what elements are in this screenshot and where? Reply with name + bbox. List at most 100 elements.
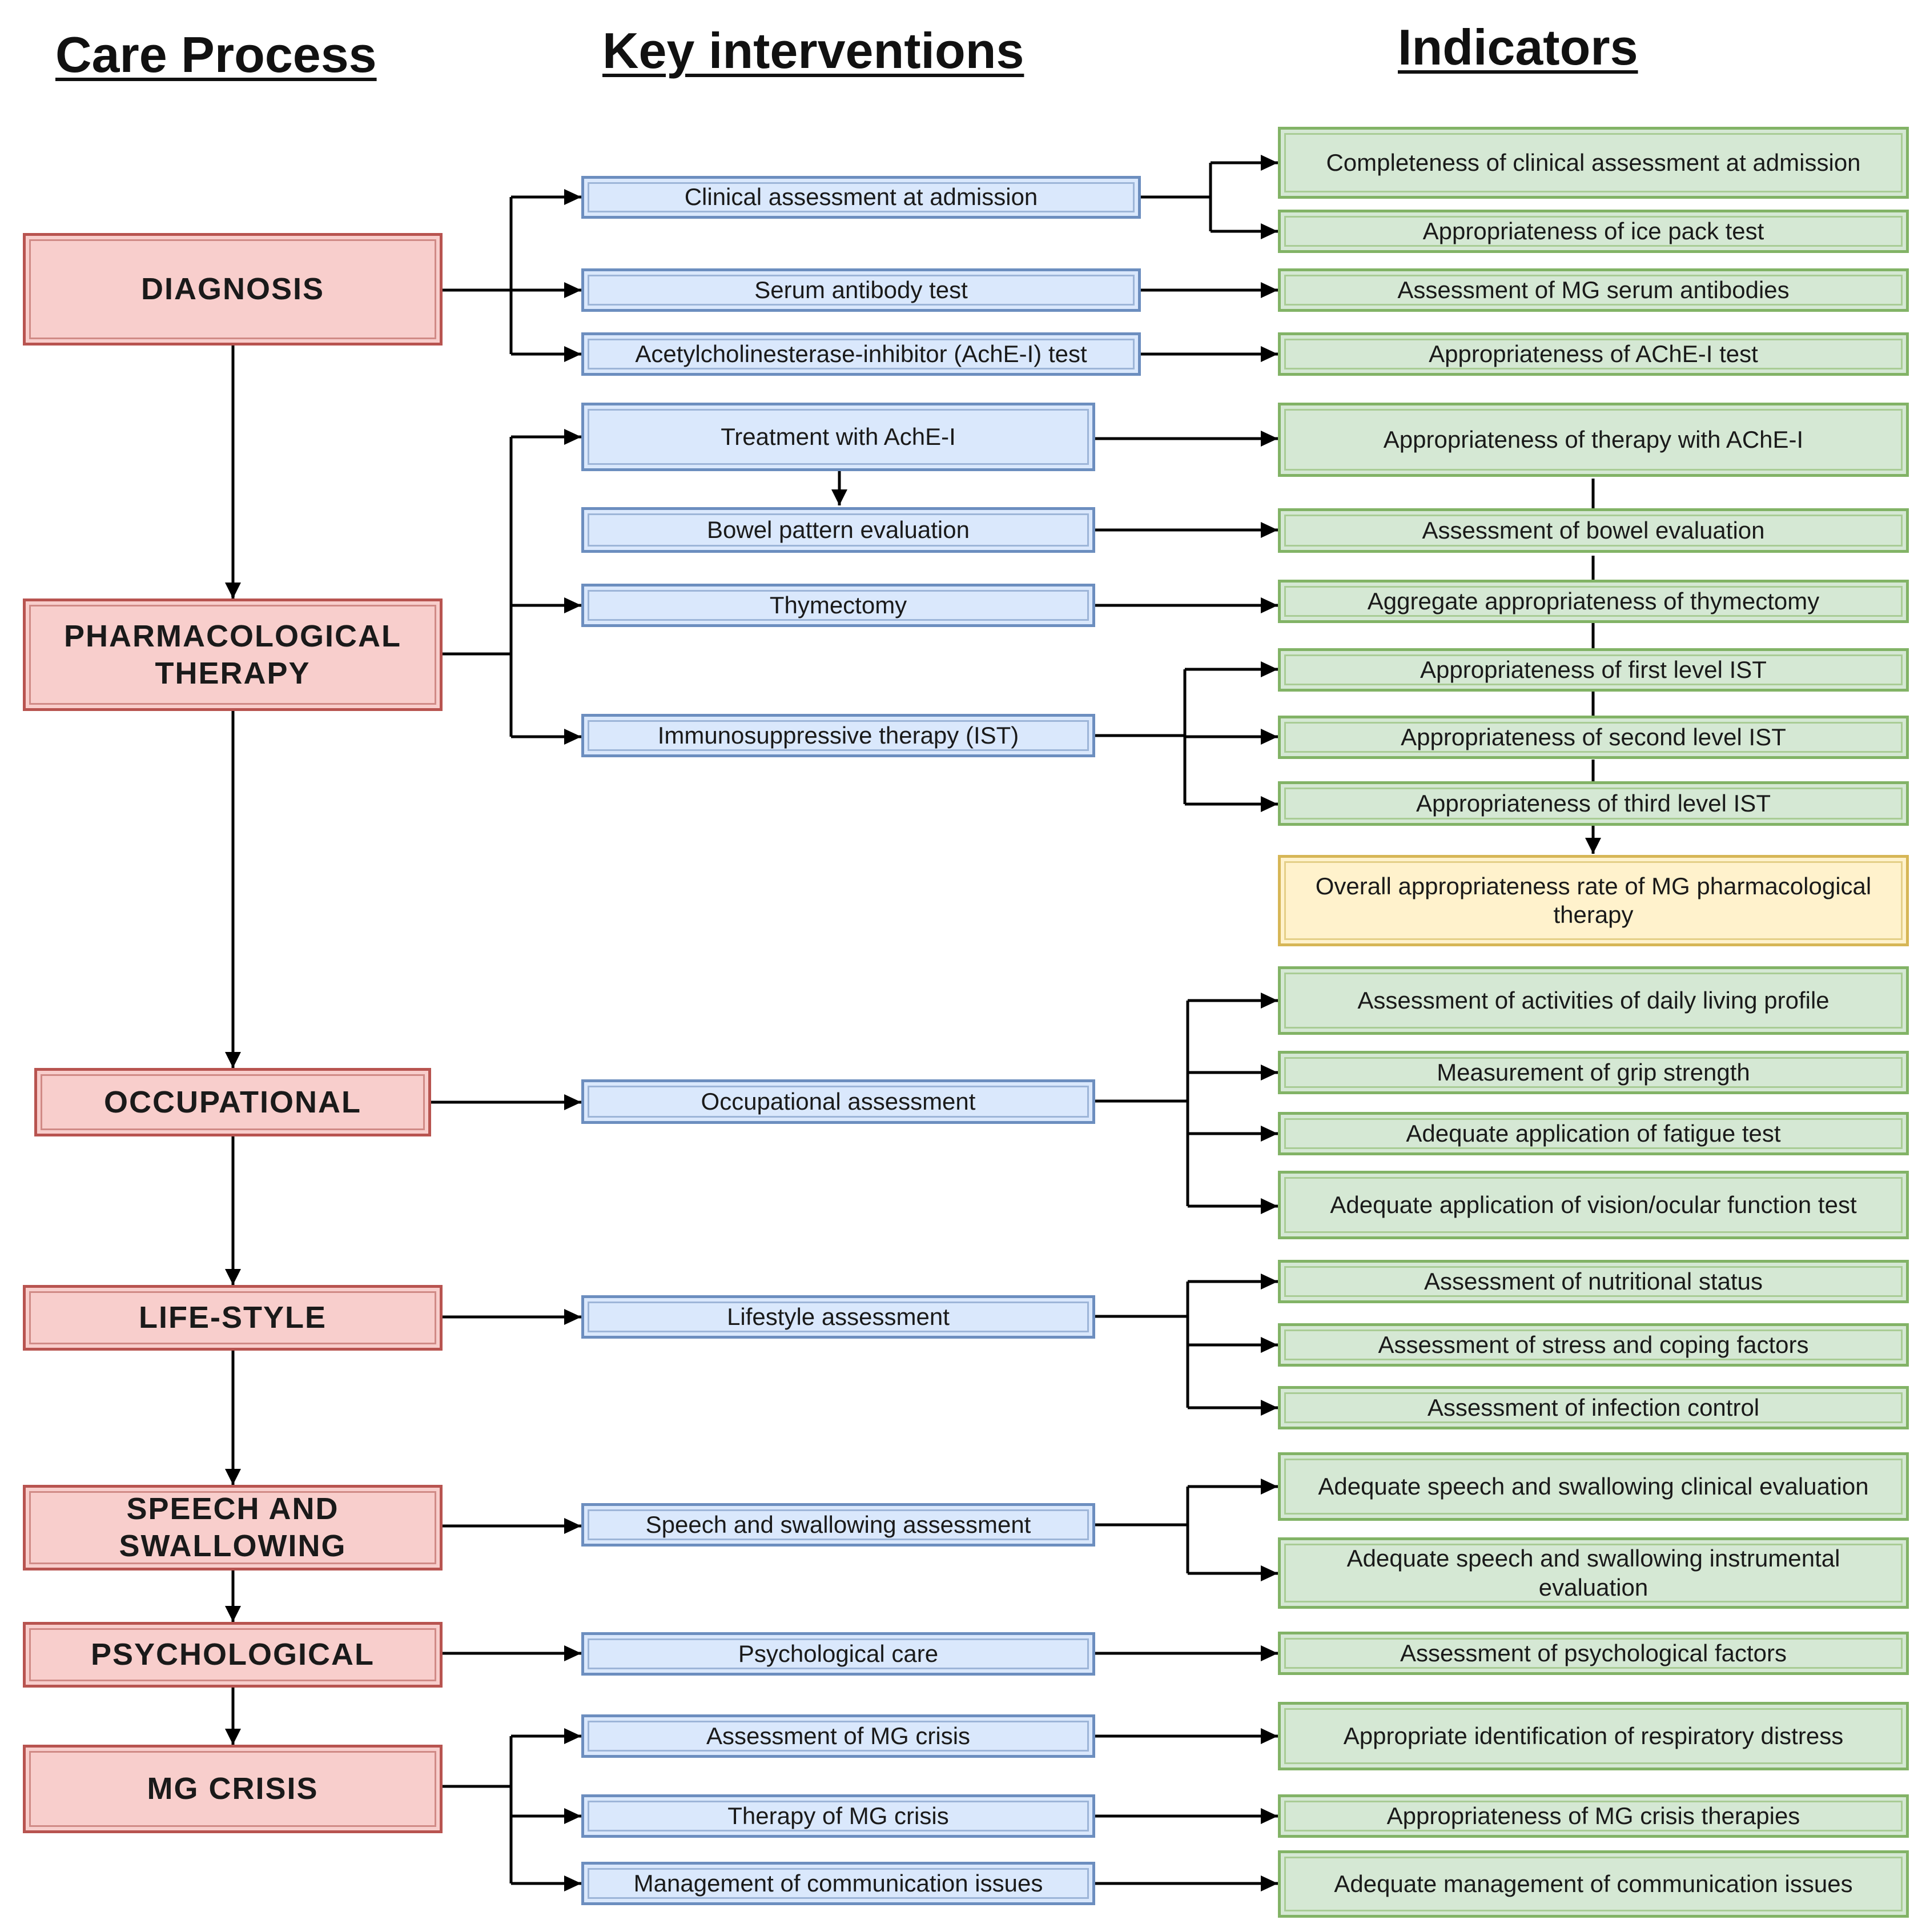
arrowhead	[564, 282, 581, 298]
indicator-second-ist: Appropriateness of second level IST	[1278, 716, 1909, 759]
care-life-style: LIFE-STYLE	[23, 1285, 443, 1351]
crisis-branch-lines	[443, 1734, 581, 1885]
indicator-overall-pharma: Overall appropriateness rate of MG pharm…	[1278, 855, 1909, 946]
indicator-first-ist: Appropriateness of first level IST	[1278, 648, 1909, 692]
intervention-clinical-assessment: Clinical assessment at admission	[581, 176, 1141, 219]
arrowhead	[1261, 1065, 1278, 1081]
indicator-ice-pack: Appropriateness of ice pack test	[1278, 210, 1909, 253]
arrowhead	[564, 1808, 581, 1824]
indicator-completeness-clinical: Completeness of clinical assessment at a…	[1278, 127, 1909, 199]
arrowhead	[1261, 223, 1278, 239]
pharma-branch-lines	[443, 435, 581, 738]
arrowhead	[1585, 838, 1601, 854]
arrowhead	[564, 729, 581, 745]
arrowhead	[225, 583, 241, 599]
arrowhead	[1261, 993, 1278, 1009]
intervention-psychological-care: Psychological care	[581, 1632, 1095, 1676]
arrowhead	[1261, 155, 1278, 171]
indicator-grip-strength: Measurement of grip strength	[1278, 1051, 1909, 1094]
indicator-nutritional: Assessment of nutritional status	[1278, 1260, 1909, 1303]
indicator-therapy-ache: Appropriateness of therapy with AChE-I	[1278, 403, 1909, 477]
arrowhead	[1261, 1198, 1278, 1214]
header-care-process: Care Process	[55, 26, 377, 83]
arrowhead	[225, 1269, 241, 1285]
indicator-fatigue-test: Adequate application of fatigue test	[1278, 1112, 1909, 1155]
clinical-branch-lines	[1141, 161, 1278, 233]
care-diagnosis: DIAGNOSIS	[23, 233, 443, 346]
indicator-ache-test: Appropriateness of AChE-I test	[1278, 332, 1909, 376]
care-speech-swallowing: SPEECH AND SWALLOWING	[23, 1485, 443, 1570]
arrowhead	[1261, 431, 1278, 447]
arrowhead	[1261, 1875, 1278, 1891]
arrowhead	[1261, 1126, 1278, 1142]
indicator-thymectomy: Aggregate appropriateness of thymectomy	[1278, 580, 1909, 623]
intervention-assessment-crisis: Assessment of MG crisis	[581, 1714, 1095, 1758]
indicator-crisis-therapies: Appropriateness of MG crisis therapies	[1278, 1794, 1909, 1838]
arrowhead	[225, 1606, 241, 1622]
indicator-respiratory-distress: Appropriate identification of respirator…	[1278, 1702, 1909, 1770]
ist-branch-lines	[1095, 668, 1278, 806]
intervention-ist: Immunosuppressive therapy (IST)	[581, 714, 1095, 757]
arrowhead	[564, 1309, 581, 1325]
arrowhead	[564, 1094, 581, 1110]
indicator-mg-serum: Assessment of MG serum antibodies	[1278, 268, 1909, 312]
arrowhead	[1261, 522, 1278, 538]
arrowhead	[1261, 282, 1278, 298]
arrowhead	[225, 1729, 241, 1745]
indicator-psychological-factors: Assessment of psychological factors	[1278, 1632, 1909, 1675]
indicator-third-ist: Appropriateness of third level IST	[1278, 781, 1909, 826]
indicator-stress-coping: Assessment of stress and coping factors	[1278, 1323, 1909, 1367]
arrowhead	[1261, 1645, 1278, 1661]
indicator-bowel-evaluation: Assessment of bowel evaluation	[1278, 508, 1909, 553]
header-indicators: Indicators	[1398, 19, 1638, 75]
arrowhead	[1261, 1400, 1278, 1416]
arrowhead	[1261, 1728, 1278, 1744]
arrowhead	[1261, 661, 1278, 677]
arrowhead	[1261, 1337, 1278, 1353]
intervention-bowel-pattern: Bowel pattern evaluation	[581, 507, 1095, 553]
care-psychological: PSYCHOLOGICAL	[23, 1622, 443, 1688]
arrowhead	[1261, 729, 1278, 745]
intervention-serum-antibody: Serum antibody test	[581, 268, 1141, 312]
arrowhead	[564, 429, 581, 445]
arrowhead	[564, 346, 581, 362]
indicator-speech-clinical: Adequate speech and swallowing clinical …	[1278, 1452, 1909, 1521]
intervention-treatment-ache: Treatment with AchE-I	[581, 403, 1095, 471]
arrowhead	[1261, 1808, 1278, 1824]
indicator-vision-test: Adequate application of vision/ocular fu…	[1278, 1171, 1909, 1239]
indicator-daily-living: Assessment of activities of daily living…	[1278, 966, 1909, 1035]
intervention-ache-test: Acetylcholinesterase-inhibitor (AchE-I) …	[581, 332, 1141, 376]
arrowhead	[564, 1728, 581, 1744]
care-pharmacological-therapy: PHARMACOLOGICAL THERAPY	[23, 599, 443, 711]
arrowhead	[225, 1469, 241, 1485]
arrowhead	[1261, 1479, 1278, 1495]
occupational-branch-lines	[1095, 999, 1278, 1208]
intervention-speech-assessment: Speech and swallowing assessment	[581, 1503, 1095, 1547]
arrowhead	[564, 1875, 581, 1891]
arrowhead	[1261, 1565, 1278, 1581]
intervention-occupational-assessment: Occupational assessment	[581, 1079, 1095, 1124]
arrowhead	[564, 189, 581, 205]
diagnosis-branch-lines	[443, 195, 581, 356]
arrowhead	[1261, 597, 1278, 613]
speech-branch-lines	[1095, 1485, 1278, 1575]
arrowhead	[564, 1518, 581, 1534]
arrowhead	[831, 489, 847, 505]
arrowhead	[564, 1645, 581, 1661]
arrowhead	[1261, 346, 1278, 362]
lifestyle-branch-lines	[1095, 1280, 1278, 1409]
intervention-lifestyle-assessment: Lifestyle assessment	[581, 1295, 1095, 1339]
indicator-communication-mgmt: Adequate management of communication iss…	[1278, 1850, 1909, 1918]
intervention-communication-issues: Management of communication issues	[581, 1862, 1095, 1905]
arrowhead	[225, 1052, 241, 1068]
arrowhead	[564, 597, 581, 613]
indicator-speech-instrumental: Adequate speech and swallowing instrumen…	[1278, 1537, 1909, 1609]
header-key-interventions: Key interventions	[602, 22, 1024, 79]
arrowhead	[1261, 796, 1278, 812]
care-mg-crisis: MG CRISIS	[23, 1745, 443, 1833]
intervention-thymectomy: Thymectomy	[581, 584, 1095, 627]
care-occupational: OCCUPATIONAL	[34, 1068, 431, 1136]
indicator-infection-control: Assessment of infection control	[1278, 1386, 1909, 1429]
